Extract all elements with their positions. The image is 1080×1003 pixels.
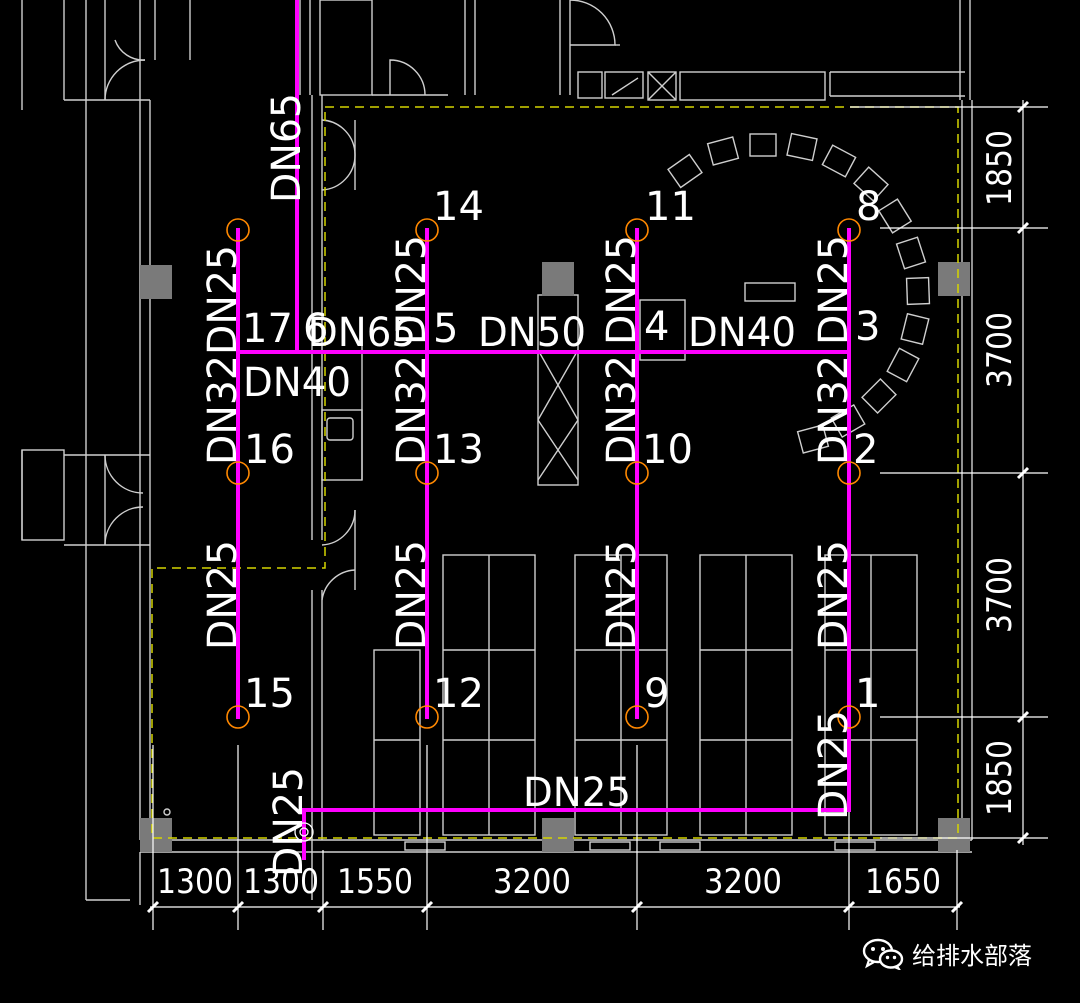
label-col4-feed: DN25 (811, 710, 857, 820)
sprinkler-head-11 (625, 218, 649, 242)
pipe-size-labels: DN65 DN25 DN32 DN25 DN40 DN25 DN32 DN25 … (200, 93, 857, 877)
label-col3-top: DN25 (599, 235, 645, 345)
label-main-seg2: DN50 (478, 310, 586, 356)
node-13: 13 (433, 427, 484, 473)
label-col2-top: DN25 (389, 235, 435, 345)
watermark-text: 给排水部落 (912, 942, 1032, 970)
riser-valve-symbol (294, 822, 314, 842)
label-col4-bot: DN25 (811, 540, 857, 650)
dim-v-4: 1850 (980, 740, 1020, 816)
label-col3-mid: DN32 (599, 355, 645, 465)
dimension-values: 1300 1300 1550 3200 3200 1650 1850 3700 … (157, 130, 1020, 902)
sprinkler-head-16 (226, 461, 250, 485)
label-main-seg1: DN65 (308, 310, 416, 356)
node-2: 2 (853, 427, 878, 473)
node-16: 16 (244, 427, 295, 473)
sprinkler-head-15 (226, 705, 250, 729)
dim-h-5: 3200 (704, 862, 782, 902)
dim-h-1: 1300 (157, 862, 233, 902)
node-11: 11 (645, 184, 696, 230)
dim-v-2: 3700 (980, 312, 1020, 388)
pipe-network (236, 0, 851, 860)
label-riser-top: DN65 (264, 93, 310, 203)
label-col3-bot: DN25 (599, 540, 645, 650)
sprinkler-head-9 (625, 705, 649, 729)
structural-columns (140, 262, 970, 852)
sprinkler-head-2 (837, 461, 861, 485)
node-4: 4 (644, 304, 669, 350)
label-col1-mid: DN32 (200, 355, 246, 465)
label-col1-bot: DN25 (200, 540, 246, 650)
wechat-icon (862, 938, 904, 970)
label-col2-mid: DN32 (389, 355, 435, 465)
label-col4-top: DN25 (811, 235, 857, 345)
node-12: 12 (433, 671, 484, 717)
node-6: 6 (303, 306, 328, 352)
label-main-left: DN40 (243, 360, 351, 406)
node-3: 3 (855, 304, 880, 350)
sprinkler-head-1 (837, 705, 861, 729)
sprinkler-head-14 (415, 218, 439, 242)
sprinkler-head-12 (415, 705, 439, 729)
dim-v-3: 3700 (980, 557, 1020, 633)
dim-v-1: 1850 (980, 130, 1020, 206)
label-col4-mid: DN32 (811, 355, 857, 465)
sprinkler-head-8 (837, 218, 861, 242)
node-8: 8 (856, 184, 881, 230)
dim-h-6: 1650 (865, 862, 941, 902)
node-numbers: 17 6 5 4 3 14 11 8 16 13 10 2 15 12 9 1 (242, 184, 881, 717)
dim-h-2: 1300 (243, 862, 319, 902)
curved-booth-seating (667, 132, 931, 454)
node-10: 10 (642, 427, 693, 473)
label-main-seg3: DN40 (688, 310, 796, 356)
node-15: 15 (244, 671, 295, 717)
label-col2-bot: DN25 (389, 540, 435, 650)
node-5: 5 (433, 306, 458, 352)
dim-h-3: 1550 (337, 862, 413, 902)
dimension-ticks (146, 100, 1030, 914)
node-1: 1 (855, 671, 880, 717)
label-bottom-main: DN25 (523, 770, 631, 816)
node-17: 17 (242, 306, 293, 352)
sprinkler-head-13 (415, 461, 439, 485)
sprinkler-heads (226, 218, 861, 729)
node-14: 14 (433, 184, 484, 230)
node-9: 9 (644, 671, 669, 717)
dim-h-4: 3200 (493, 862, 571, 902)
sprinkler-head-10 (625, 461, 649, 485)
label-col1-top: DN25 (200, 245, 246, 355)
label-bottom-riser: DN25 (266, 767, 312, 877)
watermark: 给排水部落 (862, 936, 1032, 971)
sprinkler-head-17 (226, 218, 250, 242)
